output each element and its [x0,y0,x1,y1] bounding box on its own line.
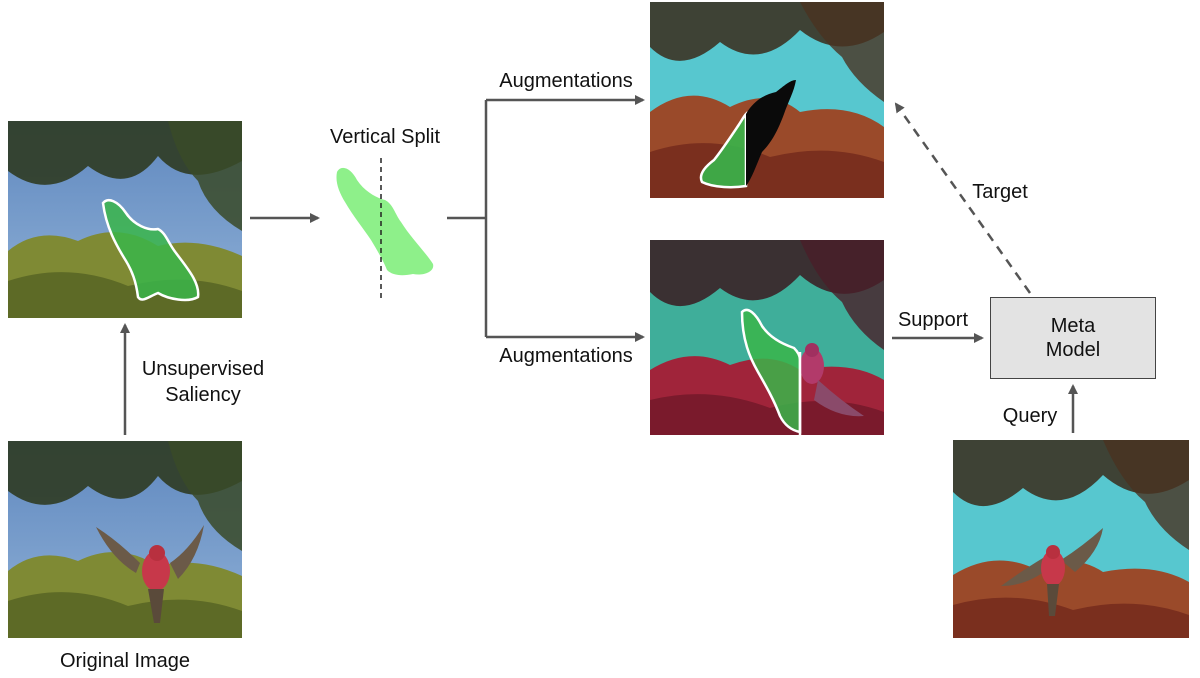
target-augmented-image [650,2,884,198]
label-query: Query [1002,405,1058,427]
label-original-image: Original Image [59,650,191,672]
meta-model-line1: Meta [1050,315,1096,337]
support-augmented-image [650,240,884,435]
arrow-branch [447,100,488,337]
meta-model-line2: Model [1045,339,1101,361]
meta-model-box: Meta Model [990,297,1156,379]
vertical-split-mask [336,158,434,298]
label-support: Support [897,309,969,331]
saliency-image [8,121,242,318]
label-augmentations-bottom: Augmentations [499,345,633,367]
original-image [8,441,242,638]
label-augmentations-top: Augmentations [499,70,633,92]
label-unsupervised: Unsupervised [141,358,265,380]
arrow-target [894,102,1032,294]
label-saliency: Saliency [165,384,241,406]
label-target: Target [972,181,1028,203]
label-vertical-split: Vertical Split [329,126,441,148]
query-image [953,440,1189,638]
